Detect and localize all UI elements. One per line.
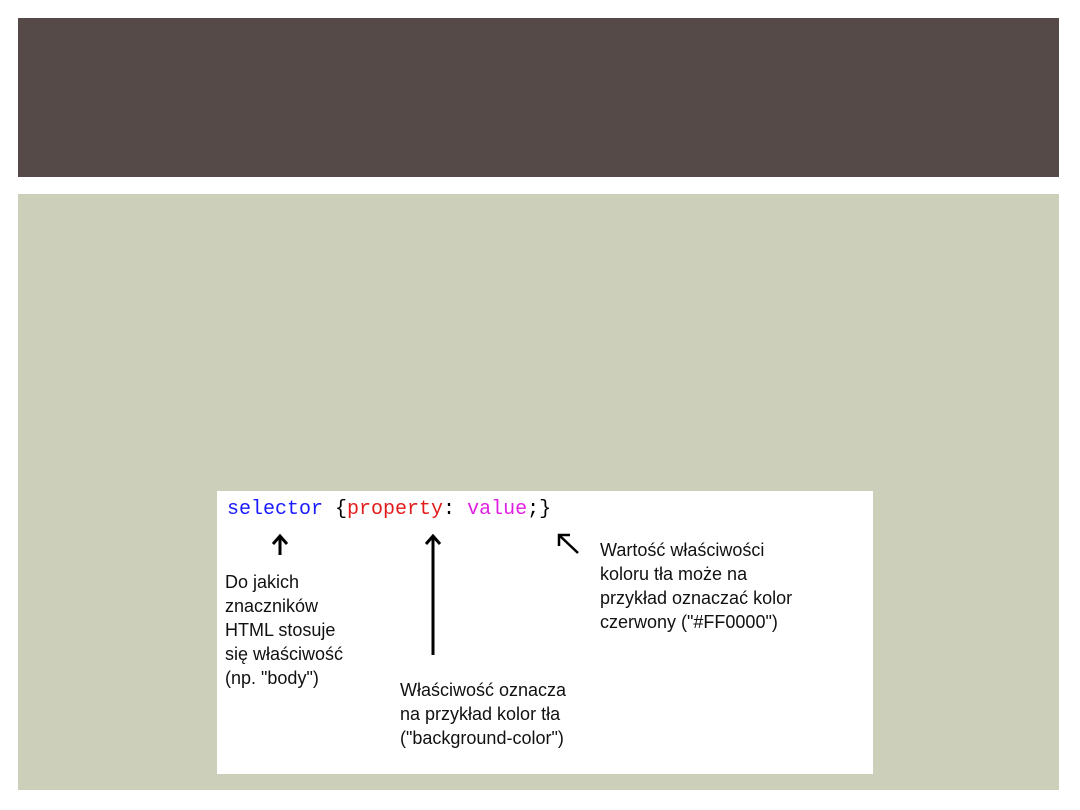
selector-note-line: znaczników [225,596,319,616]
value-note-line: przykład oznaczać kolor [600,588,793,608]
property-note-line: ("background-color") [400,728,564,748]
css-code-line: selector {property: value;} [227,498,551,522]
selector-note-line: HTML stosuje [225,620,336,640]
value-note-line: czerwony ("#FF0000") [600,612,778,632]
title-band [18,18,1059,177]
selector-note-line: (np. "body") [225,668,319,688]
selector-note-line: Do jakich [225,572,300,592]
value-note-line: koloru tła może na [600,564,748,584]
property-note: Właściwość oznacza na przykład kolor tła… [400,678,660,750]
code-value: value [467,498,528,521]
code-property: property [347,498,444,521]
code-close-brace: } [539,498,552,521]
value-note-line: Wartość właściwości [600,540,765,560]
code-open-brace: { [323,498,348,521]
property-note-line: na przykład kolor tła [400,704,561,724]
code-semicolon: ; [527,498,540,521]
css-syntax-figure: selector {property: value;} Do jakich zn… [217,491,873,774]
value-note: Wartość właściwości koloru tła może na p… [600,538,870,634]
property-arrow-icon [424,533,442,655]
property-note-line: Właściwość oznacza [400,680,567,700]
selector-note-line: się właściwość [225,644,344,664]
value-arrow-icon [557,533,579,554]
selector-arrow-icon [271,533,289,555]
code-selector: selector [227,498,324,521]
code-colon: : [443,498,468,521]
selector-note: Do jakich znaczników HTML stosuje się wł… [225,570,405,690]
